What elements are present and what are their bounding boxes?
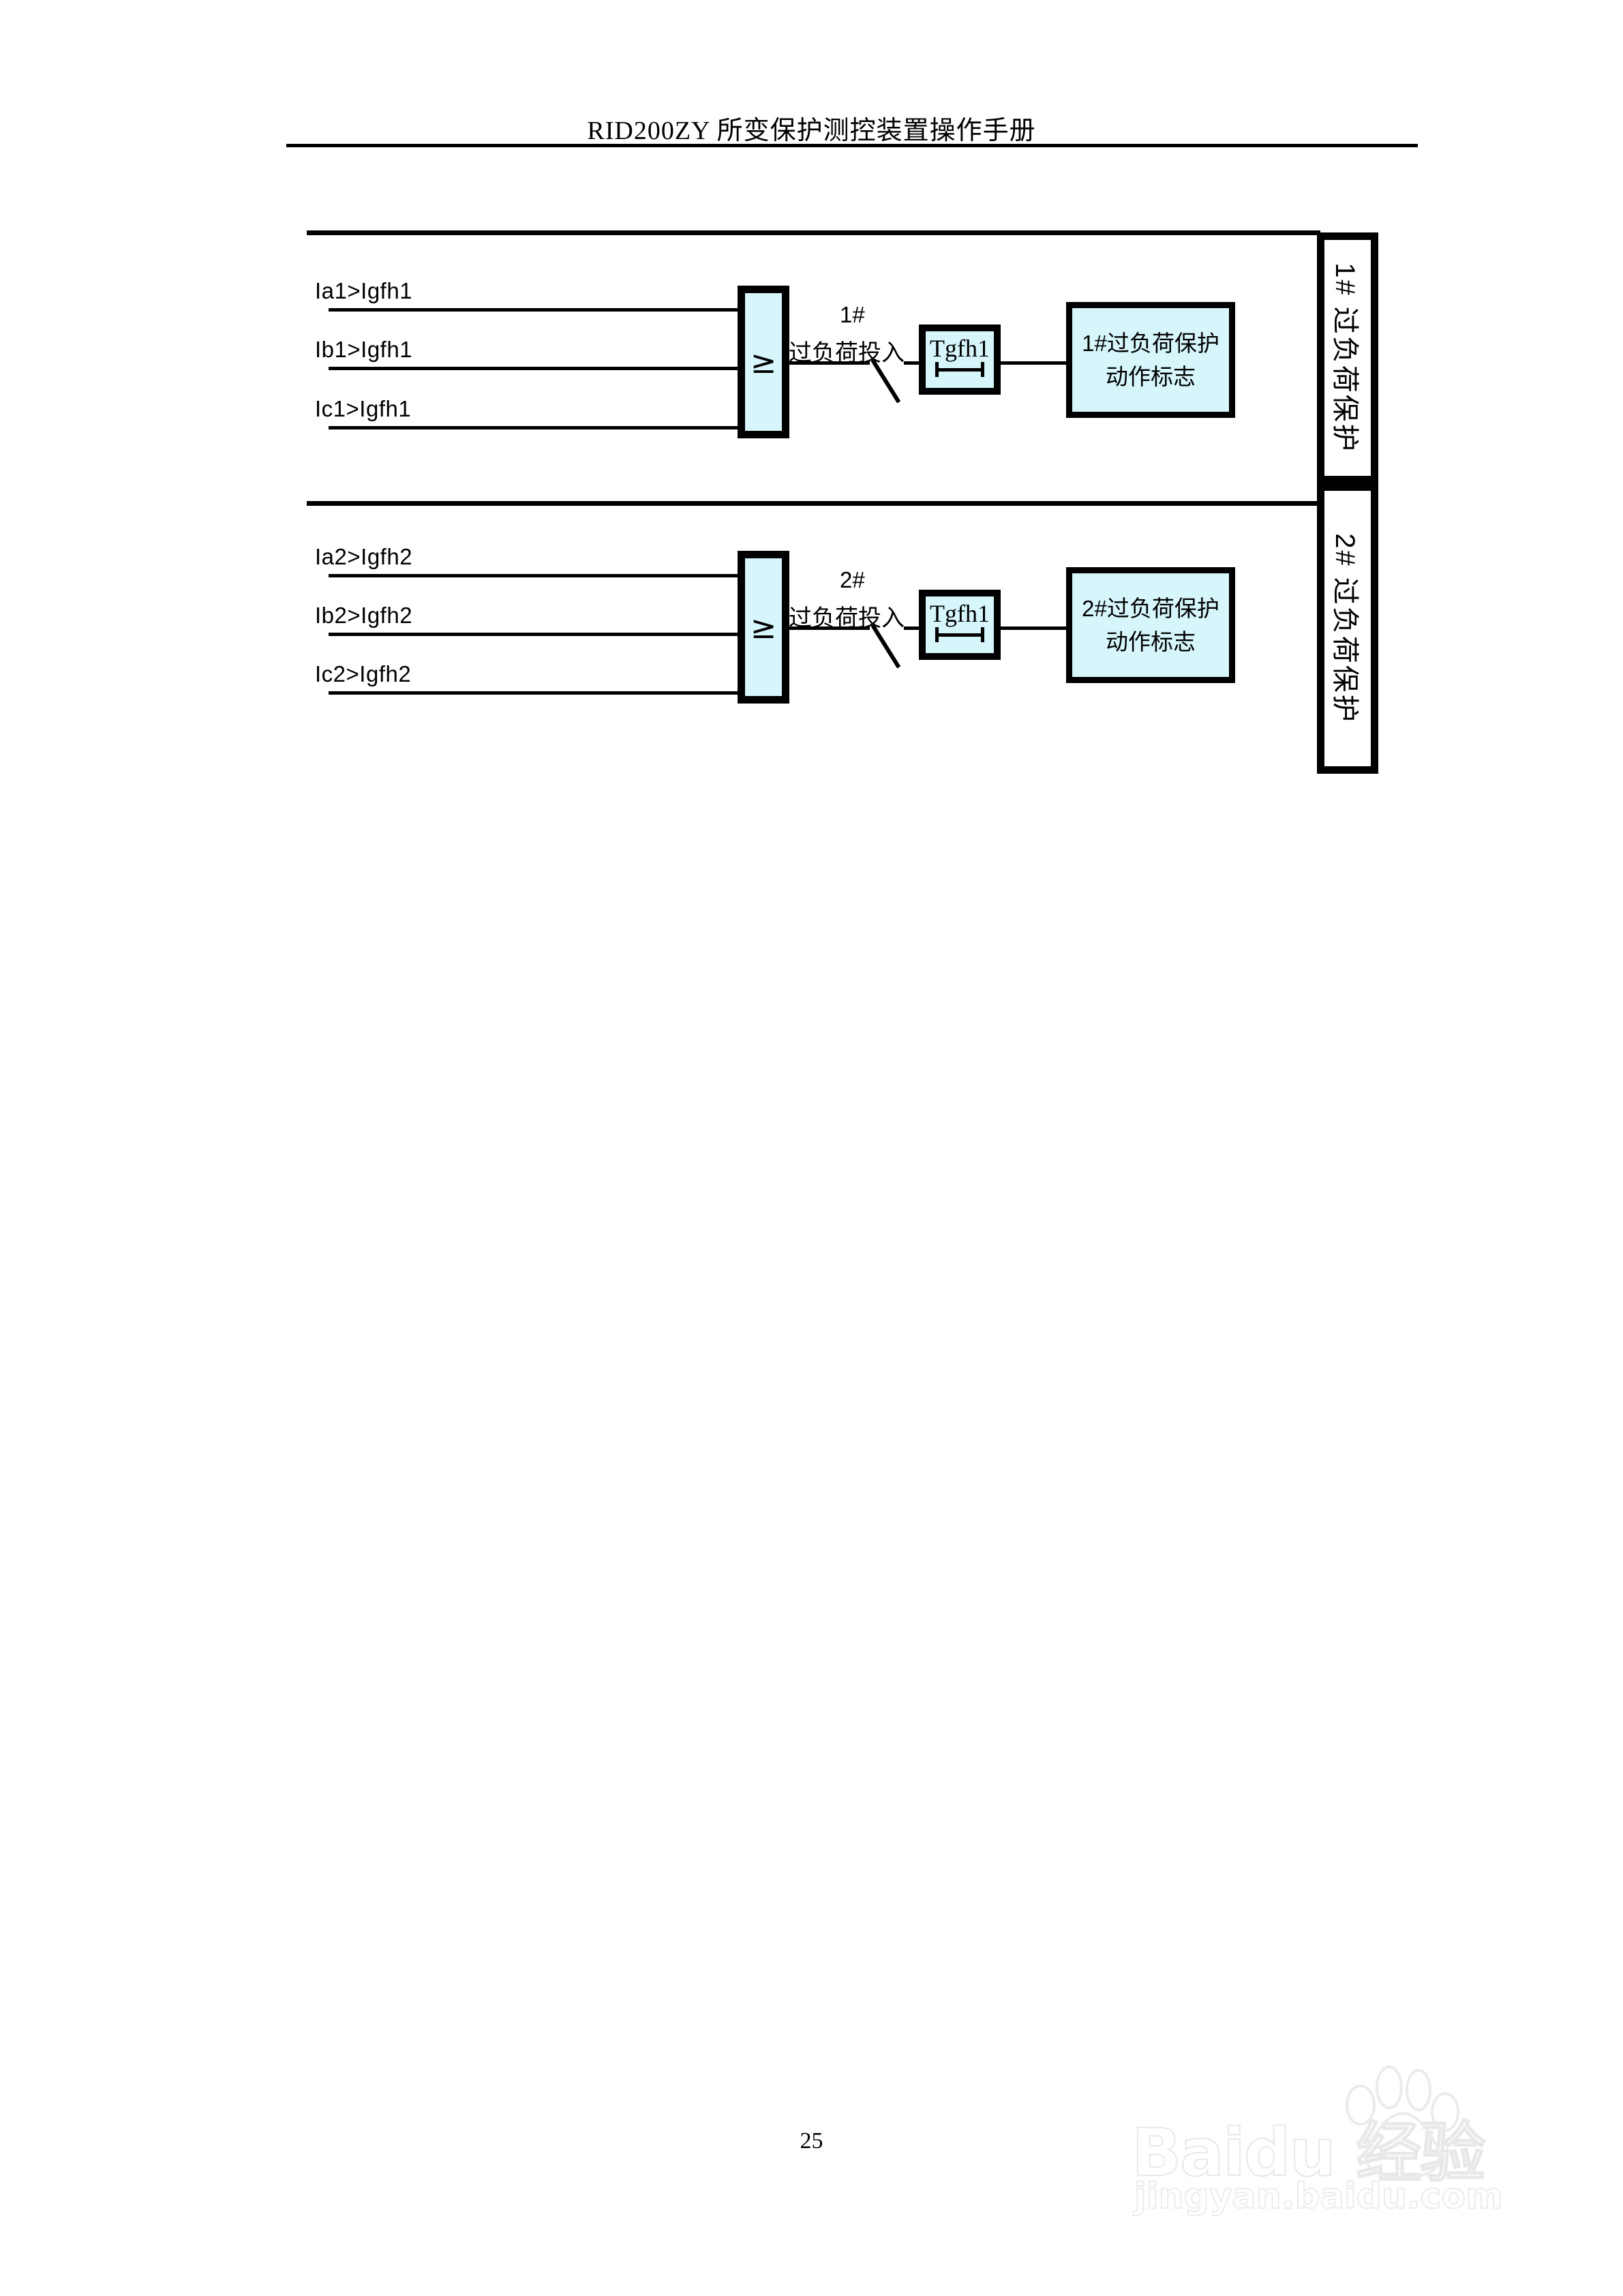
switch-2-number: 2# [840, 567, 865, 592]
input-wire-ib1 [329, 367, 741, 370]
header-rule [286, 144, 1418, 147]
side-frame-1: 1# 过负荷保护 [1317, 232, 1378, 483]
baidu-paw-icon [1346, 2066, 1459, 2179]
greater-equal-icon: ≥ [750, 609, 777, 646]
switch-2-wire-left [789, 626, 870, 630]
input-wire-ib2 [329, 633, 741, 636]
output-flag-box-1-line2: 动作标志 [1106, 364, 1196, 389]
timer-box-2: Tgfh1 [919, 590, 1001, 660]
page-header-title: RID200ZY 所变保护测控装置操作手册 [587, 117, 1036, 145]
output-flag-box-2: 2#过负荷保护 动作标志 [1066, 567, 1235, 683]
input-label-ic2: Ic2>Igfh2 [315, 661, 412, 686]
output-flag-box-1-line1: 1#过负荷保护 [1082, 330, 1219, 356]
switch-1-number: 1# [840, 302, 865, 327]
input-wire-ic2 [329, 691, 741, 695]
watermark-sub-text: jingyan.baidu.com [1134, 2175, 1504, 2218]
delay-timer-icon [935, 362, 984, 377]
output-flag-box-2-line2: 动作标志 [1106, 629, 1196, 654]
input-wire-ic1 [329, 426, 741, 429]
input-label-ia1: Ia1>Igfh1 [315, 278, 413, 303]
or-gate-1: ≥ [738, 286, 789, 438]
side-label-1: 1# 过负荷保护 [1330, 262, 1360, 453]
delay-timer-icon [935, 627, 984, 642]
timer-1-output-wire [1001, 361, 1068, 365]
input-label-ib2: Ib2>Igfh2 [315, 603, 413, 628]
output-flag-box-2-line1: 2#过负荷保护 [1082, 595, 1219, 621]
input-wire-ia1 [329, 308, 741, 312]
side-label-2: 2# 过负荷保护 [1330, 533, 1360, 724]
section-1-top-divider [307, 230, 1320, 235]
input-label-ia2: Ia2>Igfh2 [315, 544, 413, 569]
input-label-ib1: Ib1>Igfh1 [315, 337, 413, 362]
input-wire-ia2 [329, 574, 741, 577]
or-gate-2: ≥ [738, 551, 789, 704]
section-2-top-divider [307, 501, 1320, 506]
timer-box-1-label: Tgfh1 [930, 335, 990, 362]
switch-1-wire-left [789, 361, 870, 365]
greater-equal-icon: ≥ [750, 344, 777, 380]
input-label-ic1: Ic1>Igfh1 [315, 396, 412, 421]
timer-box-2-label: Tgfh1 [930, 600, 990, 627]
output-flag-box-1: 1#过负荷保护 动作标志 [1066, 302, 1235, 418]
side-frame-2: 2# 过负荷保护 [1317, 483, 1378, 774]
timer-box-1: Tgfh1 [919, 324, 1001, 395]
timer-2-output-wire [1001, 626, 1068, 630]
page-number: 25 [800, 2128, 823, 2154]
